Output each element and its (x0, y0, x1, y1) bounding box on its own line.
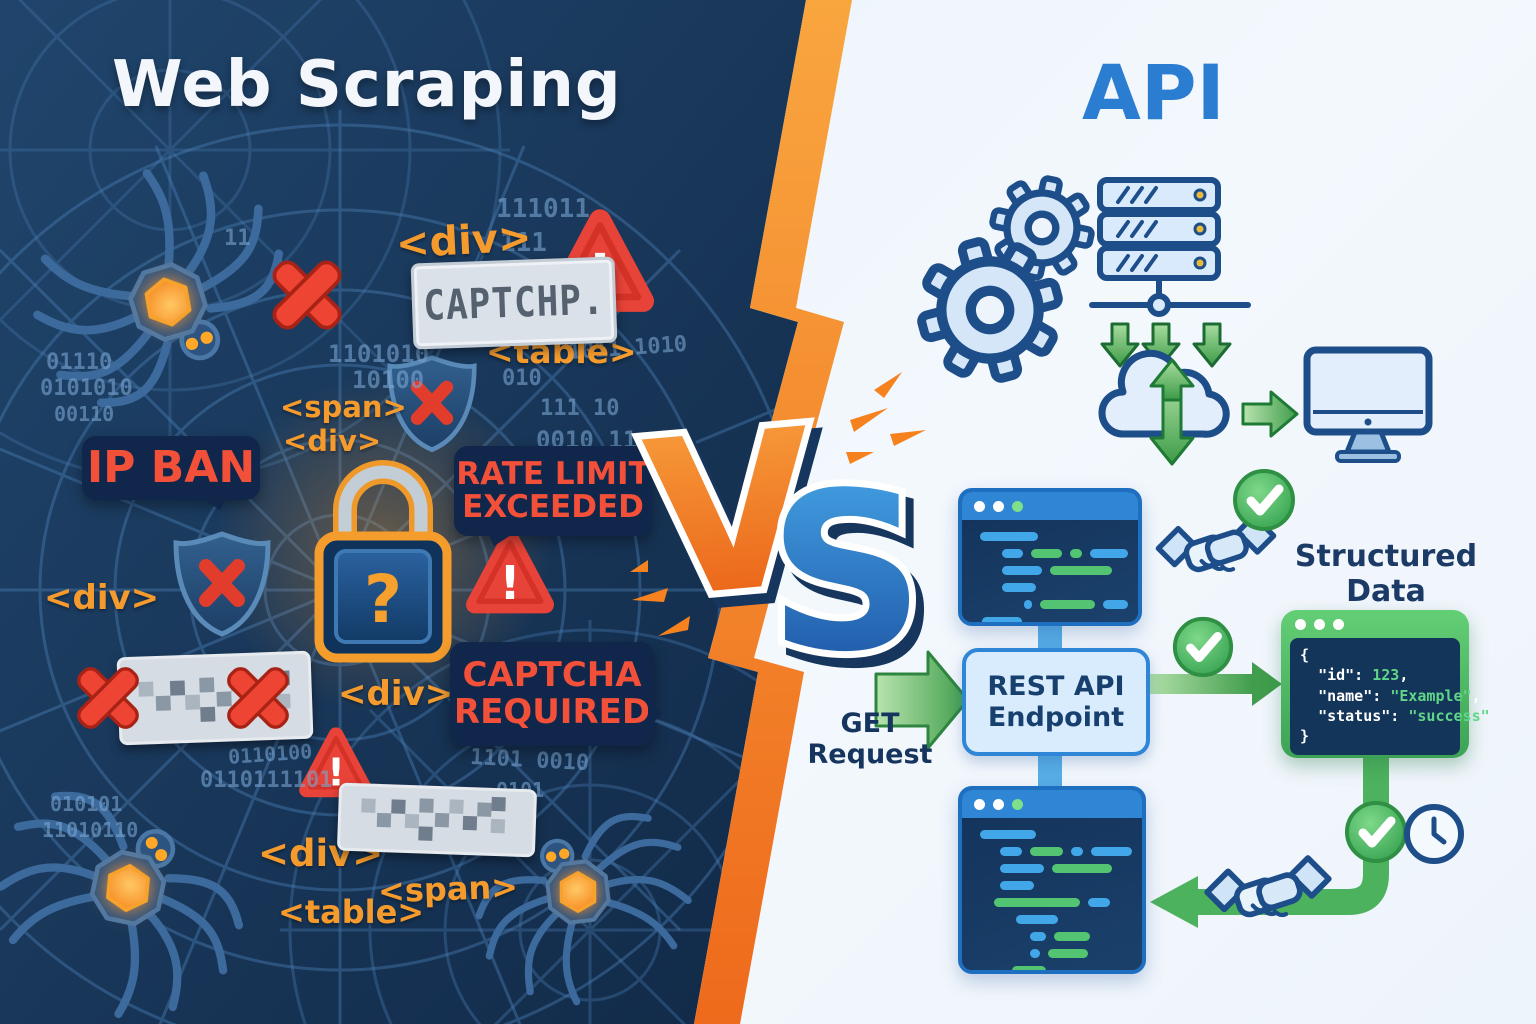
window-dot (1314, 618, 1325, 630)
window-dot (993, 798, 1004, 810)
html-tag: <span> (280, 390, 407, 424)
json-to-client-path (1150, 758, 1389, 928)
window-titlebar (1281, 610, 1469, 638)
cloud-to-monitor-arrow (1241, 390, 1299, 438)
binary-string: 111 (500, 228, 547, 258)
ip-ban-bubble: IP BAN (82, 436, 260, 500)
json-close-brace: } (1300, 727, 1310, 745)
x-mark-icon (73, 663, 143, 733)
handshake-icon (1196, 838, 1356, 948)
window-dot (1295, 618, 1306, 630)
json-open-brace: { (1300, 646, 1310, 664)
binary-string: 1101010 (328, 340, 430, 368)
json-window: { "id": 123, "name": "Example", "status"… (1281, 610, 1490, 758)
window-dot (993, 500, 1004, 512)
rest-to-json-arrow (1142, 662, 1282, 706)
binary-string: 111 10 (540, 396, 620, 421)
window-dot (1012, 798, 1023, 810)
clock-icon (1404, 804, 1464, 864)
get-request-label: GET Request (807, 708, 933, 771)
rest-api-endpoint-box: REST API Endpoint (962, 648, 1150, 756)
monitor-icon (1303, 346, 1433, 463)
json-value: "success" (1408, 706, 1490, 725)
json-key: "id": (1318, 666, 1373, 685)
binary-string: 11010110 (42, 818, 139, 842)
binary-string: 010 (502, 366, 542, 391)
vs-letter-v: V (637, 382, 825, 647)
cloud-sync-icon (1098, 346, 1433, 466)
json-code: { "id": 123, "name": "Example", "status"… (1290, 638, 1490, 755)
window-titlebar (962, 492, 1138, 520)
json-value: "Example" (1390, 686, 1472, 705)
code-window-icon (958, 488, 1142, 626)
captcha-box-text: CAPTCHP. (422, 276, 606, 330)
vs-letter-s: S (768, 447, 925, 700)
code-window-icon (958, 786, 1146, 974)
binary-string: 111011 (496, 194, 590, 224)
code-lines (962, 818, 1142, 970)
check-circle-icon (1232, 468, 1296, 532)
captcha-strip-icon (336, 782, 538, 858)
html-tag: <table> (278, 893, 425, 931)
binary-string: 0101010 (40, 376, 133, 401)
spark-accents (630, 372, 926, 636)
binary-string: 11 (224, 226, 251, 251)
json-comma: , (1399, 666, 1409, 685)
html-tag: <div> (338, 674, 454, 714)
html-tag: <div> (44, 578, 160, 618)
binary-string: 01110 (46, 350, 113, 375)
window-dot (974, 500, 985, 512)
x-mark-icon (223, 663, 293, 733)
code-lines (962, 520, 1138, 622)
x-mark-icon (268, 256, 346, 334)
binary-string: 00110 (54, 402, 115, 426)
window-dot (974, 798, 985, 810)
binary-string: 0110111101 (200, 768, 333, 793)
window-dot (1012, 500, 1023, 512)
json-value: 123 (1372, 666, 1400, 685)
binary-string: 010101 (50, 792, 123, 816)
window-dot (1333, 618, 1344, 630)
server-stack-icon (1089, 177, 1251, 368)
captcha-required-bubble: CAPTCHA REQUIRED (450, 642, 662, 746)
lock-question-glyph: ? (364, 561, 402, 638)
vs-badge: V S (630, 375, 932, 707)
json-key: "status": (1318, 706, 1409, 725)
binary-string: 10100 (352, 366, 425, 394)
structured-data-label: Structured Data (JSON) (1294, 539, 1478, 642)
right-title: API (1082, 48, 1225, 137)
window-titlebar (962, 790, 1142, 818)
lock-question-icon: ? (314, 460, 452, 663)
left-title: Web Scraping (112, 48, 622, 122)
html-tag: <div> (283, 424, 382, 458)
get-request-arrow (874, 650, 970, 750)
rate-limit-bubble: RATE LIMIT EXCEEDED (454, 446, 652, 536)
check-circle-icon (1172, 616, 1234, 678)
json-key: "name": (1318, 686, 1391, 705)
lightning-bolt-divider (694, 0, 852, 1024)
captcha-box: CAPTCHP. (410, 256, 618, 350)
json-comma: , (1471, 686, 1481, 705)
